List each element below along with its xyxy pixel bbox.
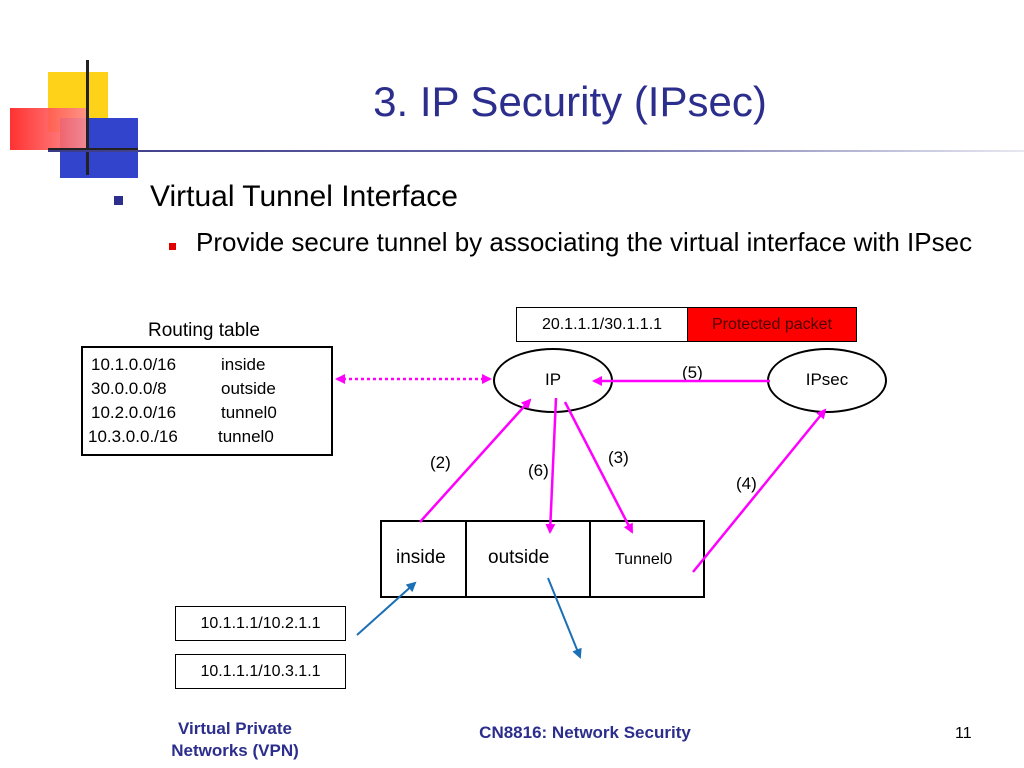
- page-number: 11: [955, 725, 972, 742]
- packet-header-box: 20.1.1.1/30.1.1.1: [516, 307, 688, 342]
- interface-box: inside outside Tunnel0: [380, 520, 705, 598]
- sub-bullet-text: Provide secure tunnel by associating the…: [196, 227, 973, 257]
- step3-arrow: [563, 401, 634, 534]
- packet-box: 10.1.1.1/10.3.1.1: [175, 654, 346, 689]
- bullet-text: Virtual Tunnel Interface: [150, 180, 458, 213]
- routing-table: 10.1.0.0/16 inside 30.0.0.0/8 outside 10…: [81, 346, 333, 456]
- inside-label: inside: [396, 547, 446, 568]
- packet-box: 10.1.1.1/10.2.1.1: [175, 606, 346, 641]
- route-network: 10.1.0.0/16: [91, 355, 177, 374]
- protected-packet-box: Protected packet: [687, 307, 857, 342]
- route-interface: tunnel0: [221, 403, 277, 422]
- route-network: 30.0.0.0/8: [91, 379, 167, 398]
- step2-arrow: [419, 398, 532, 523]
- tunnel-label: Tunnel0: [615, 551, 673, 568]
- routing-table-row: 10.2.0.0/16 tunnel0: [91, 401, 331, 425]
- title-divider: [48, 150, 1024, 152]
- outside-interface: outside: [467, 522, 591, 596]
- routing-table-row: 30.0.0.0/8 outside: [91, 377, 331, 401]
- footer-course-title: CN8816: Network Security: [479, 723, 691, 742]
- route-interface: tunnel0: [218, 427, 274, 446]
- ipsec-node-label: IPsec: [805, 370, 849, 389]
- routing-table-caption: Routing table: [148, 320, 260, 341]
- step-label-2: (2): [430, 453, 451, 472]
- step4-arrow: [692, 408, 827, 573]
- ip-node-label: IP: [544, 370, 562, 389]
- incoming-traffic-arrow: [356, 581, 417, 636]
- step6-arrow: [545, 397, 558, 534]
- routing-table-row: 10.3.0.0./16 tunnel0: [88, 425, 331, 449]
- inside-interface: inside: [382, 522, 467, 596]
- step-label-5: (5): [682, 363, 703, 382]
- sub-bullet-marker: [169, 243, 176, 250]
- route-network: 10.3.0.0./16: [88, 427, 178, 446]
- step-label-6: (6): [528, 461, 549, 480]
- step-label-4: (4): [736, 474, 757, 493]
- tunnel-interface: Tunnel0: [591, 522, 703, 596]
- routing-table-row: 10.1.0.0/16 inside: [91, 353, 331, 377]
- step-label-3: (3): [608, 448, 629, 467]
- logo-decoration: [0, 60, 150, 180]
- ipsec-node: IPsec: [767, 348, 887, 413]
- bullet-marker: [114, 196, 123, 205]
- outside-label: outside: [488, 547, 550, 568]
- outgoing-traffic-arrow: [547, 577, 582, 659]
- footer-course-topic: Virtual Private Networks (VPN): [171, 719, 299, 760]
- route-interface: inside: [221, 355, 266, 374]
- route-interface: outside: [221, 379, 276, 398]
- slide-title: 3. IP Security (IPsec): [373, 78, 767, 125]
- route-network: 10.2.0.0/16: [91, 403, 177, 422]
